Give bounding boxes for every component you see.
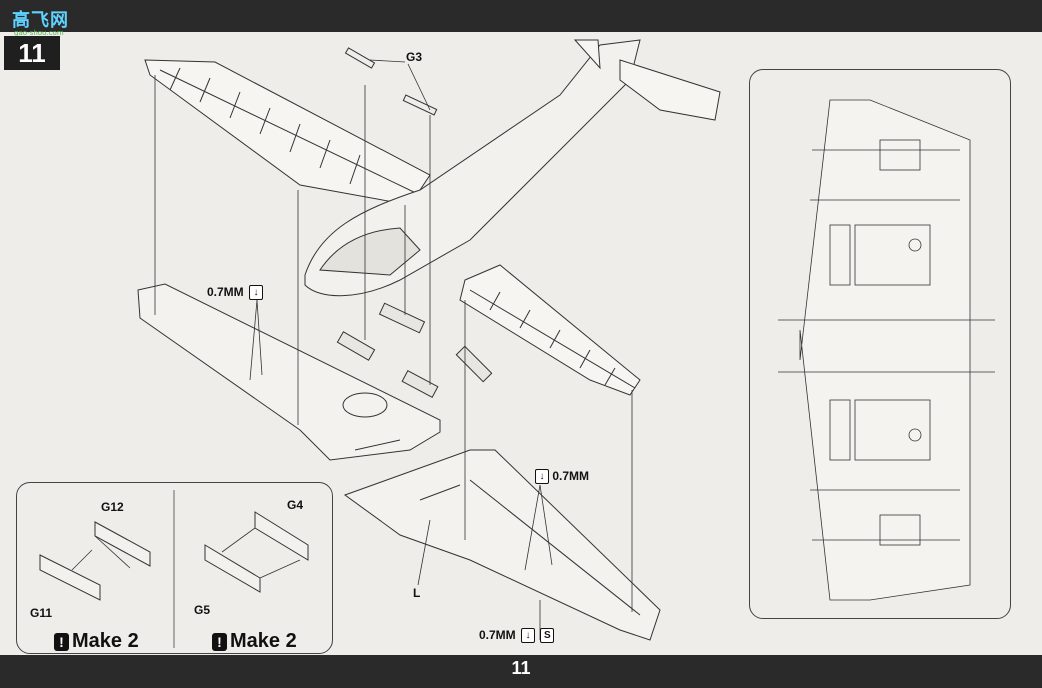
top-bar	[0, 0, 1042, 32]
part-bay-d	[455, 345, 493, 383]
thickness-value: 0.7MM	[207, 285, 244, 299]
logo-text: 高飞网	[12, 10, 69, 31]
part-bay-b	[378, 302, 426, 334]
thickness-label-bottom: 0.7MM ↓ S	[479, 628, 555, 644]
part-g4-drawing	[254, 511, 309, 561]
part-g12-drawing	[94, 521, 151, 567]
exclamation-icon: !	[54, 632, 69, 651]
upper-right-wing	[459, 264, 641, 396]
label-g3: G3	[406, 50, 423, 64]
upper-left-wing	[144, 59, 431, 206]
thickness-label-top: 0.7MM ↓	[207, 285, 264, 301]
make-instruction-left: ! Make 2	[54, 630, 139, 653]
page-number: 11	[511, 658, 531, 678]
drill-down-icon: ↓	[521, 628, 536, 644]
make-text: Make 2	[72, 630, 139, 652]
part-g3-mid	[402, 94, 438, 116]
exclamation-icon: !	[212, 632, 227, 651]
part-bay-a	[336, 331, 376, 361]
label-part-l: L	[413, 586, 421, 600]
label-g12: G12	[101, 500, 124, 514]
part-g5-drawing	[204, 544, 261, 593]
subassembly-panel	[16, 482, 333, 654]
make-text: Make 2	[230, 630, 297, 652]
tail-plane	[619, 59, 721, 121]
drill-down-icon: ↓	[249, 285, 264, 301]
drill-down-icon: ↓	[535, 469, 549, 485]
thickness-value: 0.7MM	[552, 469, 590, 483]
detail-panel	[749, 69, 1011, 619]
label-g5: G5	[194, 603, 211, 617]
step-number: 11	[4, 36, 60, 70]
part-g3-top	[344, 47, 376, 69]
part-bay-c	[401, 370, 439, 398]
make-instruction-right: ! Make 2	[212, 630, 297, 653]
label-g11: G11	[30, 606, 53, 620]
cut-icon: S	[540, 628, 555, 644]
thickness-value: 0.7MM	[479, 628, 516, 642]
label-g4: G4	[287, 498, 304, 512]
lower-right-wing	[343, 449, 661, 641]
site-logo: 高飞网 gao-shou.com	[6, 4, 70, 37]
thickness-label-mid: ↓ 0.7MM	[533, 469, 590, 485]
bottom-bar	[0, 655, 1042, 688]
lower-left-wing	[137, 283, 441, 461]
logo-subtext: gao-shou.com	[14, 29, 64, 37]
part-g11-drawing	[39, 554, 101, 601]
